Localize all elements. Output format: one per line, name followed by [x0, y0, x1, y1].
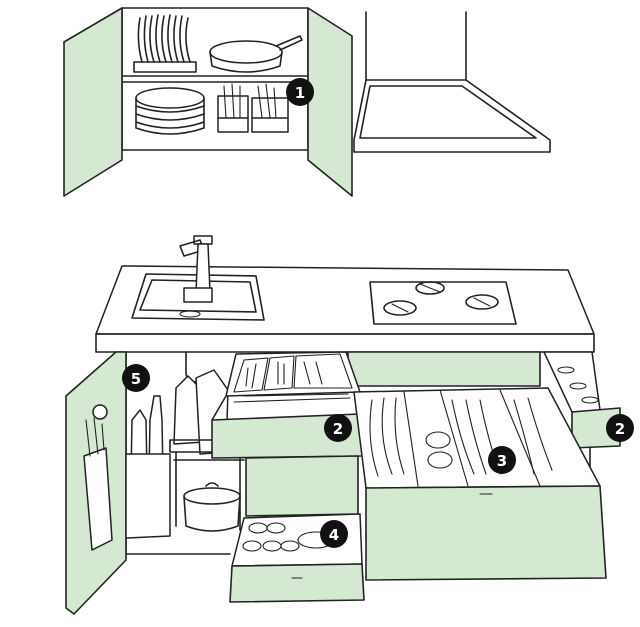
badge-5-label: 5 [131, 370, 141, 388]
pot-icon [183, 482, 241, 532]
badge-2-right: 2 [606, 414, 634, 442]
badge-2-left-label: 2 [333, 420, 343, 438]
stove-icon [369, 281, 517, 325]
range-hood [353, 11, 551, 153]
badge-2-left: 2 [324, 414, 352, 442]
badge-3-label: 3 [497, 452, 507, 470]
badge-1: 1 [286, 78, 314, 106]
upper-left-door [63, 7, 123, 197]
badge-1-label: 1 [295, 84, 305, 102]
cutlery-drawer-left [211, 351, 363, 459]
spice-drawer-right [543, 351, 621, 449]
under-sink-storage [125, 351, 245, 539]
badge-4-label: 4 [329, 526, 339, 544]
faucet-icon [179, 235, 213, 303]
badge-3: 3 [488, 446, 516, 474]
upper-cabinet [63, 7, 353, 197]
dish-drawer-main [353, 387, 607, 581]
badge-4: 4 [320, 520, 348, 548]
stacked-plates-icon [135, 87, 205, 135]
countertop [95, 235, 595, 353]
upper-right-door [307, 7, 353, 197]
badge-2-right-label: 2 [615, 420, 625, 438]
badge-5: 5 [122, 364, 150, 392]
frying-pan-icon [209, 35, 303, 73]
plate-rack-icon [133, 14, 197, 73]
sink-cabinet-door [65, 351, 127, 615]
sink-icon [131, 273, 265, 321]
cutlery-box-icon [217, 83, 289, 133]
